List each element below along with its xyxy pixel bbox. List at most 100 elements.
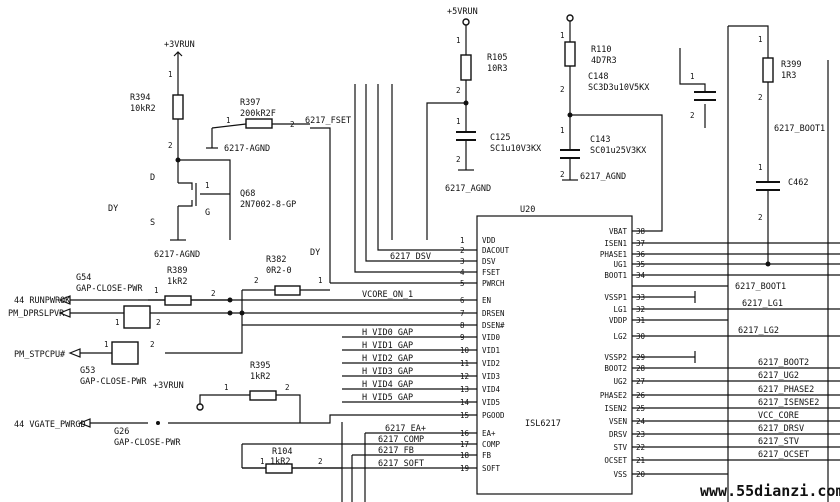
net-soft: 6217_SOFT <box>378 459 424 469</box>
r382-pin1: 1 <box>318 276 323 285</box>
jumper-g54 <box>123 305 151 329</box>
r105-ref: R105 <box>487 53 507 63</box>
wire-vbat <box>570 114 663 232</box>
ic-pin-name: VSS <box>613 470 627 479</box>
agnd-c: 6217_AGND <box>445 184 491 194</box>
r399-pin1: 1 <box>758 35 763 44</box>
ic-pin-name: COMP <box>482 440 501 449</box>
c125-pin2: 2 <box>456 155 461 164</box>
junction-drsen <box>239 310 245 316</box>
r389-pin2: 2 <box>211 289 216 298</box>
ic-pin-name: EN <box>482 296 491 305</box>
r389-ref: R389 <box>167 266 187 276</box>
arrow-dprslpvr <box>58 308 71 318</box>
cap-top-pin2: 2 <box>690 111 695 120</box>
jumper-g53 <box>111 341 139 365</box>
terminal-r110 <box>566 14 574 22</box>
ic-pin-name: BOOT2 <box>604 364 627 373</box>
ic-pin-name: VSEN <box>609 417 627 426</box>
g54-ref: G54 <box>76 273 91 283</box>
wire-dacout <box>377 84 477 251</box>
net-vid4: H_VID4_GAP <box>362 380 413 390</box>
ic-pin-name: UG2 <box>613 377 627 386</box>
g26-value: GAP-CLOSE-PWR <box>114 438 181 448</box>
dy-label-1: DY <box>108 204 118 214</box>
q68-g-label: G <box>205 208 210 218</box>
r394-ref: R394 <box>130 93 150 103</box>
ic-pin-number: 1 <box>460 236 465 245</box>
r104-pin1: 1 <box>260 457 265 466</box>
net-vid5: H_VID5_GAP <box>362 393 413 403</box>
agnd-a: 6217-AGND <box>224 144 270 154</box>
q68-pin1: 1 <box>205 181 210 190</box>
g54-pin2: 2 <box>156 318 161 327</box>
r104-value: 1kR2 <box>270 457 290 467</box>
agnd-b: 6217-AGND <box>154 250 200 260</box>
r395-pin2: 2 <box>285 383 290 392</box>
ic-pin-name: VBAT <box>609 227 628 236</box>
capacitor-c125 <box>456 131 476 141</box>
wire-vdd <box>426 102 466 240</box>
r382-ref: R382 <box>266 255 286 265</box>
g53-pin2: 2 <box>150 340 155 349</box>
cap-top-pin1: 1 <box>690 72 695 81</box>
junction-vgate <box>156 421 160 425</box>
ic-pin-name: VSSP2 <box>604 353 627 362</box>
r394-pin2: 2 <box>168 141 173 150</box>
resistor-r382 <box>274 285 301 296</box>
r389-pin1: 1 <box>154 286 159 295</box>
net-boot1: 6217_BOOT1 <box>735 282 786 292</box>
wire-dsv <box>365 84 477 262</box>
ic-pin-name: PHASE1 <box>600 250 627 259</box>
resistor-r397 <box>245 118 273 129</box>
r110-pin1: 1 <box>560 31 565 40</box>
net-stv: 6217_STV <box>758 437 799 447</box>
resistor-r104 <box>265 463 293 474</box>
net-vid2: H_VID2_GAP <box>362 354 413 364</box>
r397-ref: R397 <box>240 98 260 108</box>
agnd-d: 6217_AGND <box>580 172 626 182</box>
r394-value: 10kR2 <box>130 104 156 114</box>
c148-value: SC3D3u10V5KX <box>588 83 650 93</box>
net-ea: 6217_EA+ <box>385 424 426 434</box>
net-vcc-core: VCC_CORE <box>758 411 799 421</box>
wire-pgood <box>300 414 477 424</box>
ic-pin-name: SOFT <box>482 464 501 473</box>
rail-5vrun: +5VRUN <box>447 7 478 17</box>
c148-ref: C148 <box>588 72 608 82</box>
mosfet-q68 <box>178 182 230 207</box>
r397-pin2: 2 <box>290 120 295 129</box>
dy-label-2: DY <box>310 248 320 258</box>
watermark: www.55dianzi.com <box>700 482 840 500</box>
net-drsv: 6217_DRSV <box>758 424 804 434</box>
net-boot2: 6217_BOOT2 <box>758 358 809 368</box>
r105-value: 10R3 <box>487 64 507 74</box>
ic-pin-name: ISEN2 <box>604 404 627 413</box>
wire-vssp2 <box>632 351 696 363</box>
net-vid1: H_VID1_GAP <box>362 341 413 351</box>
ic-pin-name: FB <box>482 451 492 460</box>
r399-pin2: 2 <box>758 93 763 102</box>
ic-pin-name: BOOT1 <box>604 271 627 280</box>
ic-pin-name: STV <box>613 443 627 452</box>
ic-pin-name: DRSV <box>609 430 628 439</box>
r399-value: 1R3 <box>781 71 796 81</box>
ic-pin-name: VSSP1 <box>604 293 627 302</box>
net-boot1-top: 6217_BOOT1 <box>774 124 825 134</box>
q68-d-label: D <box>150 173 155 183</box>
net-phase2: 6217_PHASE2 <box>758 385 814 395</box>
wire-r399 <box>728 25 769 264</box>
r399-ref: R399 <box>781 60 801 70</box>
ic-u20-part: ISL6217 <box>525 419 561 429</box>
capacitor-c143 <box>560 149 580 159</box>
net-fb: 6217_FB <box>378 446 414 456</box>
port-dprslpvr: PM_DPRSLPVR <box>8 309 65 319</box>
ic-pin-name: LG2 <box>613 332 627 341</box>
c462-pin1: 1 <box>758 163 763 172</box>
g53-value: GAP-CLOSE-PWR <box>80 377 147 387</box>
r110-ref: R110 <box>591 45 611 55</box>
ic-pin-name: VID5 <box>482 398 500 407</box>
c462-pin2: 2 <box>758 213 763 222</box>
junction-vdd <box>463 100 469 106</box>
